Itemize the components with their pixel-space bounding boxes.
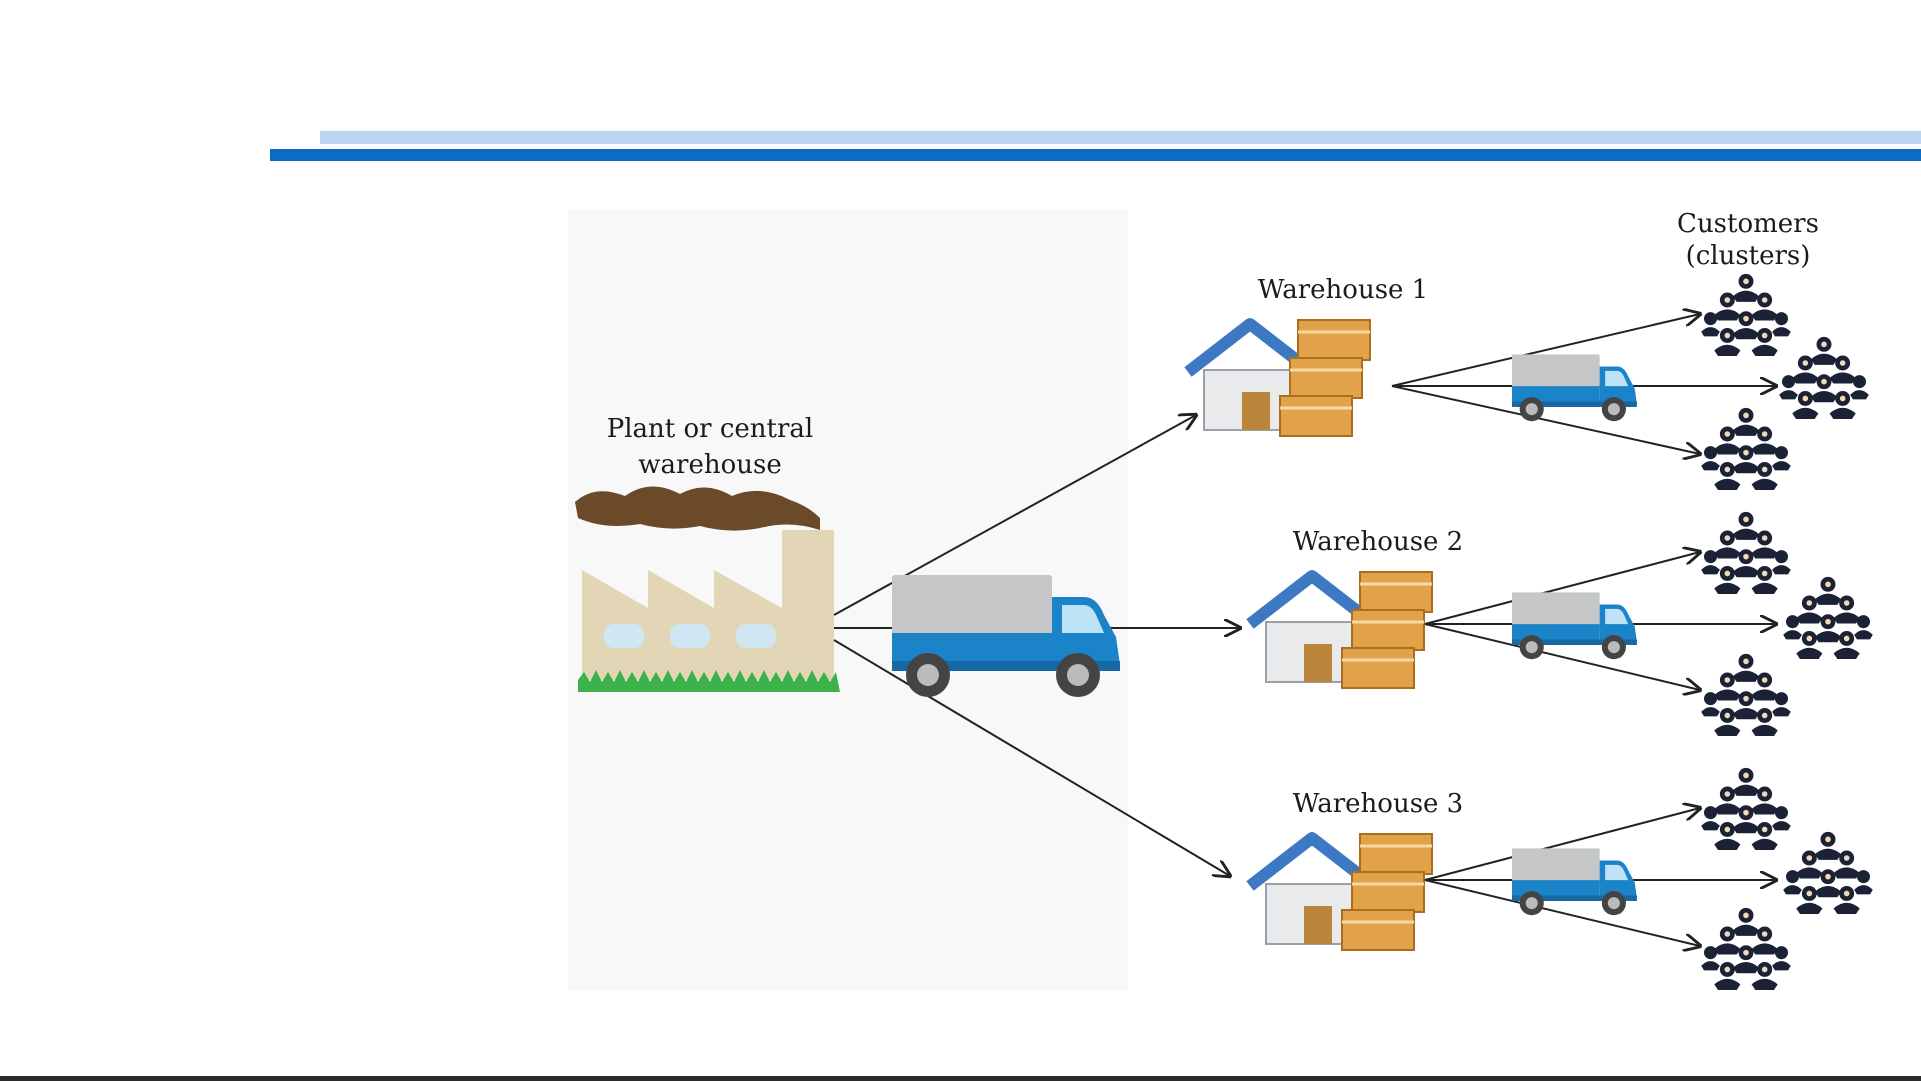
warehouse-icon [1250,834,1432,950]
warehouse-3-label: Warehouse 3 [1293,789,1463,819]
people-cluster-icon [1701,408,1791,490]
plant-label-line1: Plant or central [607,414,814,444]
people-cluster-icon [1783,577,1873,659]
people-cluster-icon [1783,832,1873,914]
factory-icon [575,486,840,692]
customer-clusters [1701,274,1873,990]
delivery-truck-icon [1512,592,1637,659]
warehouse-2-label: Warehouse 2 [1293,527,1463,557]
people-cluster-icon [1701,274,1791,356]
plant-label-line2: warehouse [638,450,781,480]
people-cluster-icon [1701,908,1791,990]
bottom-rule [0,1076,1921,1081]
warehouse-1-label: Warehouse 1 [1258,275,1428,305]
people-cluster-icon [1701,768,1791,850]
delivery-truck-icon [1512,848,1637,915]
customers-label-line1: Customers [1677,209,1819,239]
warehouse-icon [1188,320,1370,436]
delivery-truck-icon [892,575,1120,697]
people-cluster-icon [1701,512,1791,594]
customers-label-line2: (clusters) [1686,241,1811,271]
arrow-plant-warehouse-3 [834,640,1230,876]
warehouse-icon [1250,572,1432,688]
people-cluster-icon [1701,654,1791,736]
people-cluster-icon [1779,337,1869,419]
delivery-truck-icon [1512,354,1637,421]
